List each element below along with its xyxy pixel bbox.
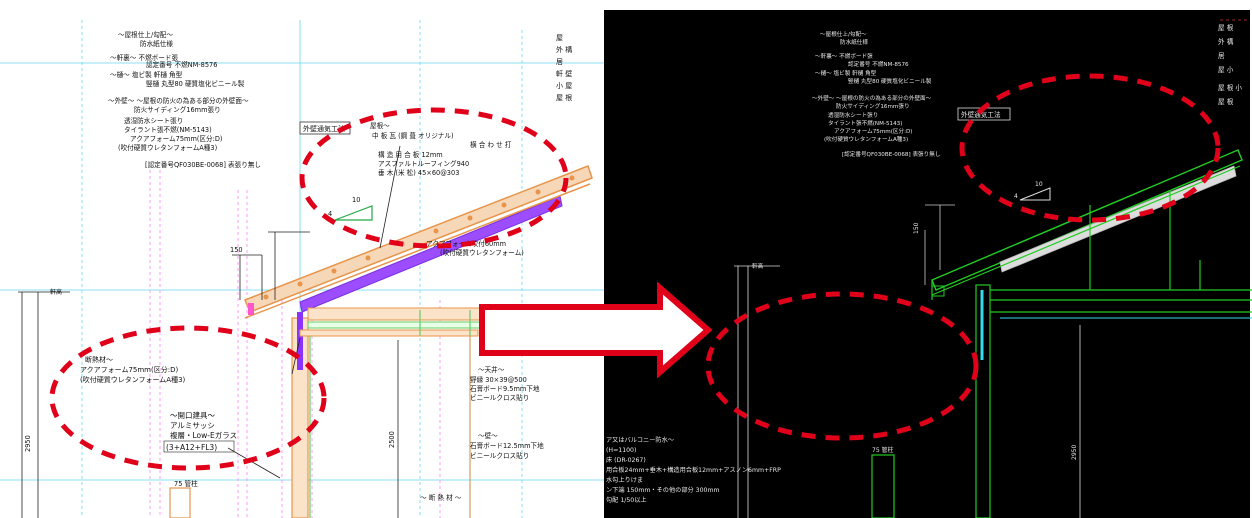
left-side-note-4: 軒 壁 bbox=[556, 69, 572, 78]
right-note-10: タイラント張不燃(NM-5143) bbox=[828, 119, 902, 127]
right-bottom-note-5: 水勾上りけま bbox=[606, 476, 643, 484]
left-side-note-6: 屋 根 bbox=[556, 93, 572, 102]
left-slope-value: 10 bbox=[352, 196, 360, 204]
left-dimensions bbox=[18, 231, 399, 518]
right-bottom-note-2: (H=1100) bbox=[606, 447, 636, 454]
left-roof-label-2: 中 板 瓦 (鋼 葺 オリジナル) bbox=[372, 131, 454, 140]
right-bottom-note-3: 床 (DR-0267) bbox=[606, 456, 646, 464]
left-highlight-wall bbox=[49, 325, 327, 471]
right-side-note-6: 屋 根 bbox=[1218, 97, 1234, 106]
right-slope-rise: 4 bbox=[1014, 193, 1018, 200]
right-note-12: (吹付硬質ウレタンフォームA種3) bbox=[824, 135, 908, 143]
right-side-note-3: 居 bbox=[1218, 52, 1225, 60]
left-roof-insul-2: (吹付硬質ウレタンフォーム) bbox=[440, 248, 524, 257]
left-insulation-1: 断熱材～ bbox=[85, 355, 113, 364]
left-window-box bbox=[163, 440, 235, 453]
left-tag: 外壁通気工法 bbox=[303, 124, 345, 133]
left-note-3: ～軒裏～ 不燃ボード張 bbox=[110, 53, 178, 62]
left-window-1: ～開口建具～ bbox=[170, 410, 215, 420]
right-side-note-1: 屋 根 bbox=[1218, 23, 1234, 32]
left-ceiling-4: ビニールクロス貼り bbox=[470, 393, 529, 402]
right-note-13: [認定番号QF030BE-0068] 表張り無し bbox=[842, 150, 941, 158]
left-note-7: ～外壁～ ～屋根の防火の為ある部分の外壁面～ bbox=[108, 96, 249, 105]
left-roof-label-1: 屋根～ bbox=[370, 121, 390, 130]
right-dimensions bbox=[734, 19, 1250, 518]
right-level-label: 軒高 bbox=[752, 262, 764, 270]
right-bottom-note-1: ア又はバルコニー防水～ bbox=[606, 436, 674, 444]
arrow-right-icon bbox=[479, 281, 713, 379]
left-slope-rise: 4 bbox=[328, 210, 332, 218]
right-cad-panel: ～屋根仕上/勾配～ 防水紙仕様 ～軒裏～ 不燃ボード張 認定番号 不燃NM-85… bbox=[604, 0, 1252, 518]
right-note-7: ～外壁～ ～屋根の防火の為ある部分の外壁面～ bbox=[812, 94, 932, 102]
left-side-note-5: 小 屋 bbox=[556, 81, 572, 90]
right-note-11: アクアフォーム75mm(区分:D) bbox=[834, 127, 912, 135]
left-note-4: 認定番号 不燃NM-8576 bbox=[146, 60, 217, 69]
left-side-note-2: 外 構 bbox=[556, 45, 572, 54]
left-guides bbox=[149, 170, 441, 518]
right-highlight-roof bbox=[959, 73, 1221, 223]
right-highlight-wall bbox=[705, 291, 979, 441]
left-roof-label-6: 垂 木 (米 松) 45×60@303 bbox=[378, 168, 459, 177]
left-wall-3: ビニールクロス貼り bbox=[470, 451, 529, 460]
left-post-label: 75 管柱 bbox=[174, 479, 198, 488]
left-cad-panel: ～屋根仕上/勾配～ 防水紙仕様 ～軒裏～ 不燃ボード張 認定番号 不燃NM-85… bbox=[0, 0, 604, 518]
left-level-label: 軒高 bbox=[50, 288, 62, 296]
left-insulation-2: アクアフォーム75mm(区分:D) bbox=[80, 365, 178, 374]
left-note-1: ～屋根仕上/勾配～ bbox=[118, 30, 173, 39]
left-framing bbox=[169, 307, 579, 518]
right-framing bbox=[871, 190, 1252, 518]
left-note-13: [認定番号QF030BE-0068] 表張り無し bbox=[145, 160, 261, 169]
left-window-2: アルミサッシ bbox=[170, 421, 215, 430]
left-highlight-roof bbox=[299, 107, 569, 249]
left-wall-1: ～壁～ bbox=[478, 431, 498, 440]
right-note-4: 認定番号 不燃NM-8576 bbox=[848, 60, 909, 68]
left-note-8: 防火サイディング16mm張り bbox=[134, 105, 221, 114]
right-bottom-note-4: 用合板24mm+垂木+構造用合板12mm+アスノン6mm+FRP bbox=[606, 466, 781, 474]
left-roof-label-5: アスファルトルーフィング940 bbox=[378, 159, 469, 168]
right-bottom-note-6: ン下端 150mm・その他の部分 300mm bbox=[606, 486, 720, 494]
left-note-11: アクアフォーム75mm(区分:D) bbox=[130, 134, 223, 143]
left-window-3: 複層・Low-Eガラス bbox=[170, 430, 237, 440]
left-dim-150: 150 bbox=[230, 246, 243, 254]
right-note-9: 透湿防水シート張り bbox=[828, 111, 878, 119]
right-side-note-4: 屋 小 bbox=[1218, 65, 1234, 74]
left-note-12: (吹付硬質ウレタンフォームA種3) bbox=[118, 143, 217, 152]
right-dim-2950: 2950 bbox=[1071, 445, 1078, 460]
right-note-2: 防水紙仕様 bbox=[840, 38, 868, 46]
right-post-label: 75 管柱 bbox=[872, 446, 894, 454]
left-ceiling-2: 野縁 30×39@500 bbox=[470, 375, 527, 384]
right-tag: 外壁通気工法 bbox=[961, 110, 1001, 119]
left-roof-label-3: 横 合 わ せ 打 bbox=[470, 140, 512, 149]
right-note-1: ～屋根仕上/勾配～ bbox=[820, 30, 867, 38]
right-slope-triangle bbox=[1019, 187, 1051, 201]
left-dim-2500: 2500 bbox=[388, 431, 396, 448]
left-ceiling-1: ～天井～ bbox=[478, 365, 505, 374]
right-note-6: 竪樋 丸型80 硬質塩化ビニール製 bbox=[848, 77, 932, 85]
right-side-note-5: 屋 根 小 bbox=[1218, 83, 1242, 92]
right-slope-value: 10 bbox=[1035, 181, 1043, 188]
left-note-6: 竪樋 丸型80 硬質塩化ビニール製 bbox=[146, 79, 245, 88]
left-note-5: ～樋～ 塩ビ製 軒樋 角型 bbox=[110, 70, 183, 79]
left-note-2: 防水紙仕様 bbox=[140, 39, 173, 48]
right-note-8: 防火サイディング16mm張り bbox=[836, 102, 910, 110]
left-side-note-3: 居 bbox=[556, 58, 563, 66]
left-side-note-1: 屋 bbox=[556, 34, 563, 42]
left-window-4: (3+A12+FL3) bbox=[166, 443, 217, 452]
left-floor-label: ～ 断 熱 材 ～ bbox=[420, 493, 462, 502]
left-note-10: タイラント張不燃(NM-5143) bbox=[124, 125, 212, 134]
left-slope-triangle bbox=[334, 205, 373, 221]
right-note-5: ～樋～ 塩ビ製 軒樋 角型 bbox=[815, 69, 877, 77]
left-ceiling-3: 石膏ボード9.5mm下地 bbox=[470, 384, 540, 393]
left-roof bbox=[244, 165, 593, 319]
left-roof-label-4: 構 造 用 合 板 12mm bbox=[378, 150, 443, 159]
left-insulation-3: (吹付硬質ウレタンフォームA種3) bbox=[80, 375, 186, 384]
left-note-9: 透湿防水シート張り bbox=[124, 116, 183, 125]
left-wall-2: 石膏ボード12.5mm下地 bbox=[470, 441, 544, 450]
left-dim-2950: 2950 bbox=[24, 435, 32, 452]
right-note-3: ～軒裏～ 不燃ボード張 bbox=[815, 52, 873, 60]
right-bottom-note-7: 勾配 1/50以上 bbox=[606, 496, 647, 504]
right-dim-150: 150 bbox=[913, 222, 920, 234]
right-side-note-2: 外 構 bbox=[1218, 37, 1234, 46]
